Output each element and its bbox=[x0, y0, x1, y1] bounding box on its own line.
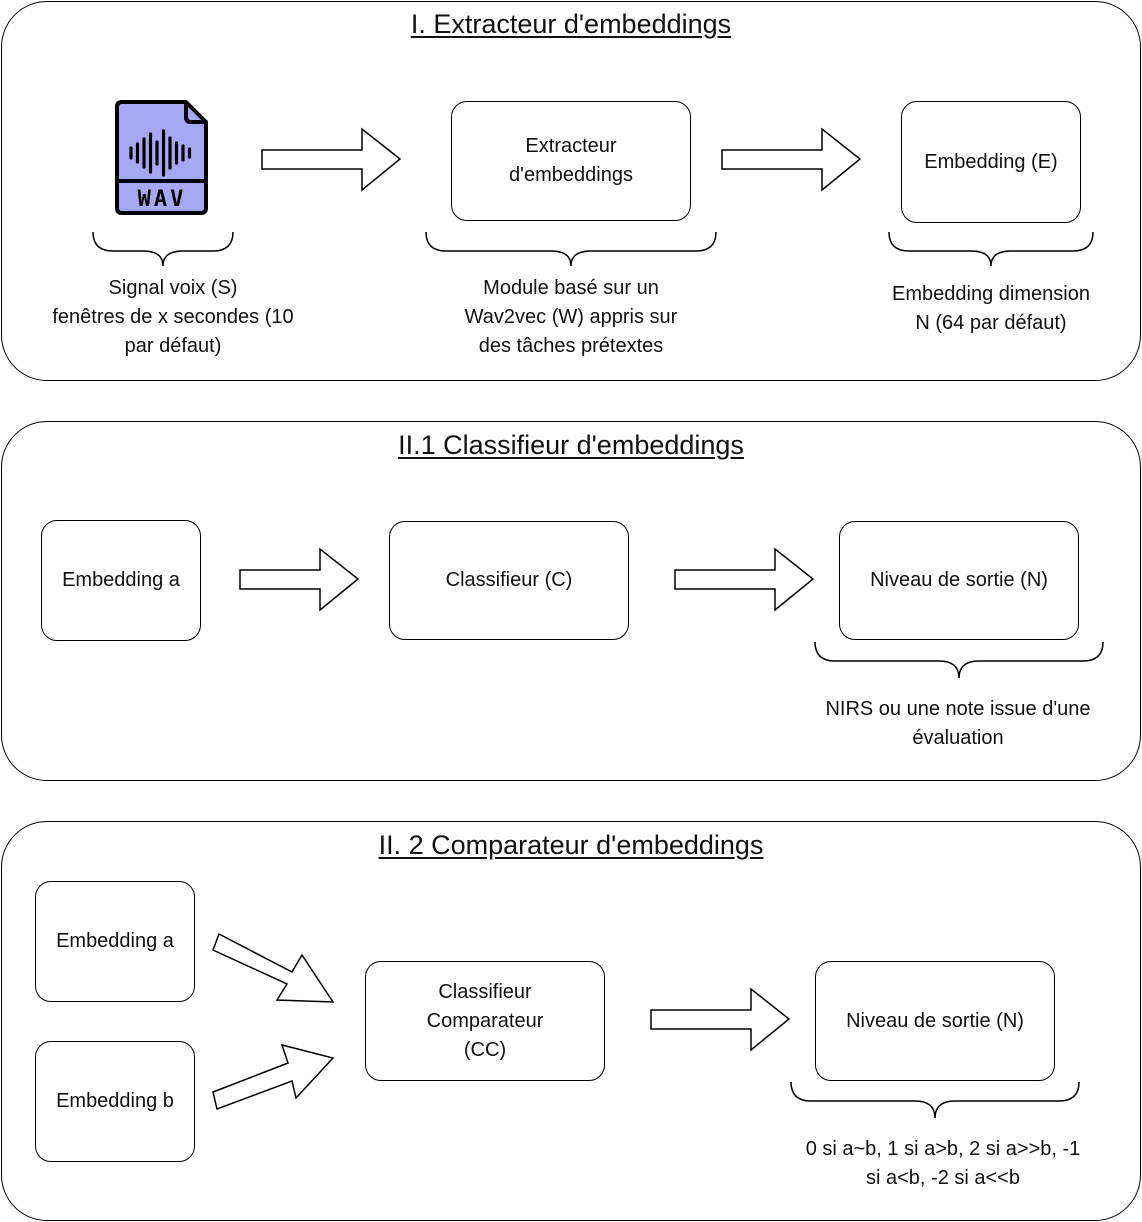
extractor-box: Extracteur d'embeddings bbox=[451, 101, 691, 221]
output-level-box-2: Niveau de sortie (N) bbox=[815, 961, 1055, 1081]
embedding-a-box-2: Embedding a bbox=[35, 881, 195, 1002]
embedding-caption: Embedding dimension N (64 par défaut) bbox=[892, 283, 1090, 334]
comparator-box: Classifieur Comparateur (CC) bbox=[365, 961, 605, 1081]
classifier-box: Classifieur (C) bbox=[389, 521, 629, 640]
embedding-box: Embedding (E) bbox=[901, 101, 1081, 223]
section1-title: I. Extracteur d'embeddings bbox=[410, 9, 732, 39]
extractor-caption: Module basé sur un Wav2vec (W) appris su… bbox=[464, 277, 678, 357]
section3-title: II. 2 Comparateur d'embeddings bbox=[378, 830, 764, 860]
signal-caption: Signal voix (S) fenêtres de x secondes (… bbox=[52, 277, 294, 357]
comparison-caption: 0 si a~b, 1 si a>b, 2 si a>>b, -1 si a<b… bbox=[805, 1138, 1081, 1189]
embedding-a-box: Embedding a bbox=[41, 520, 201, 641]
output-level-box: Niveau de sortie (N) bbox=[839, 521, 1079, 640]
embedding-b-box: Embedding b bbox=[35, 1041, 195, 1162]
output-caption: NIRS ou une note issue d'une évaluation bbox=[825, 698, 1091, 749]
section2-title: II.1 Classifieur d'embeddings bbox=[398, 430, 744, 460]
